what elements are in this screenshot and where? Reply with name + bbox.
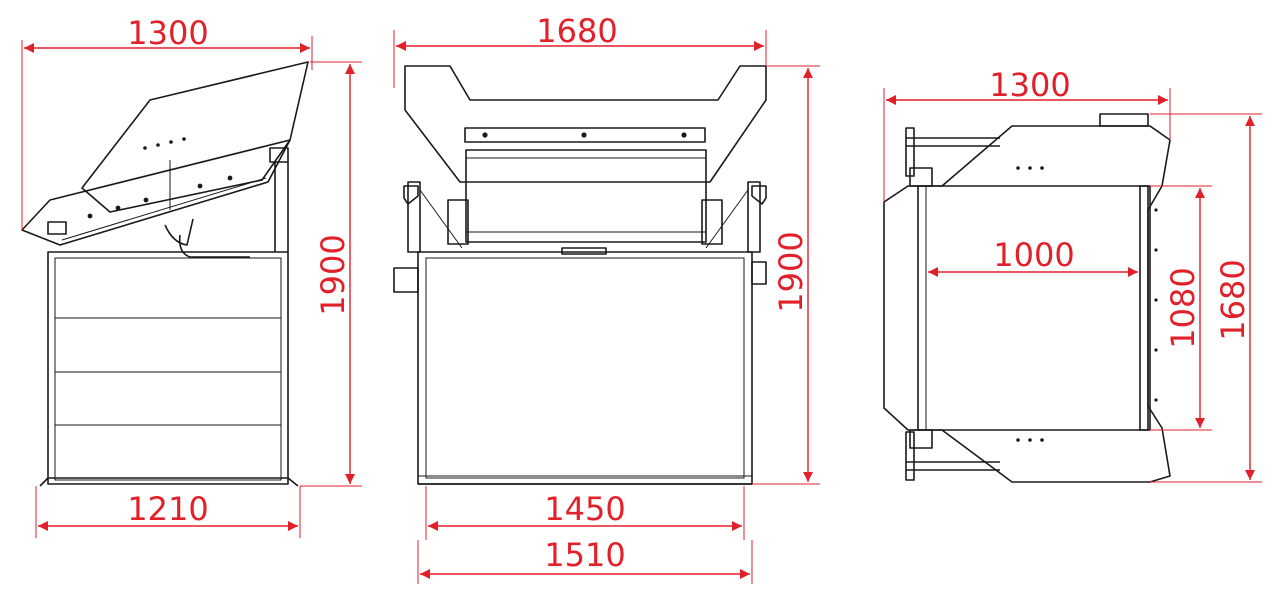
top-view-body bbox=[883, 113, 1171, 483]
front-view-hopper bbox=[404, 65, 767, 245]
top-inner-width-label: 1000 bbox=[993, 236, 1074, 274]
front-view: 1680 1900 1450 1510 bbox=[393, 12, 820, 584]
top-top-width-label: 1300 bbox=[989, 66, 1070, 104]
side-view-dimensions: 1300 1900 1210 bbox=[21, 14, 362, 538]
top-outer-height-label: 1680 bbox=[1214, 259, 1252, 340]
front-view-frame bbox=[393, 181, 767, 293]
top-view: 1300 1000 1080 1680 bbox=[883, 66, 1262, 483]
front-view-dimensions: 1680 1900 1450 1510 bbox=[393, 12, 820, 584]
side-top-width-label: 1300 bbox=[127, 14, 208, 52]
side-view-hopper bbox=[21, 61, 309, 258]
front-outer-width-label: 1510 bbox=[544, 536, 625, 574]
front-view-cabinet bbox=[417, 247, 753, 485]
side-view: 1300 1900 1210 bbox=[21, 14, 362, 538]
top-view-brackets bbox=[905, 127, 1000, 481]
top-inner-height-label: 1080 bbox=[1164, 267, 1202, 348]
side-bottom-width-label: 1210 bbox=[127, 490, 208, 528]
front-top-width-label: 1680 bbox=[536, 12, 617, 50]
side-view-cabinet bbox=[39, 251, 299, 487]
top-view-dimensions: 1300 1000 1080 1680 bbox=[883, 66, 1262, 483]
front-inner-width-label: 1450 bbox=[544, 490, 625, 528]
side-height-label: 1900 bbox=[314, 234, 352, 315]
front-height-label: 1900 bbox=[772, 231, 810, 312]
